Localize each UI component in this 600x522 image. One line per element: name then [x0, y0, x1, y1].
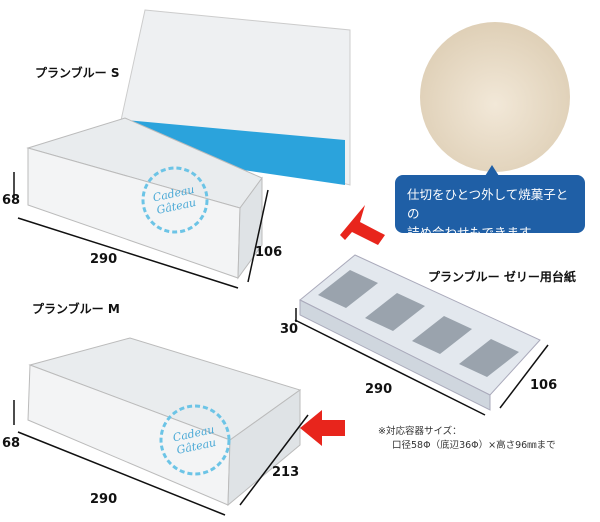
m-height: 68 — [2, 436, 21, 451]
callout-line: 仕切をひとつ外して焼菓子との — [407, 187, 569, 221]
callout-bubble: 仕切をひとつ外して焼菓子との 詰め合わせもできます。 — [395, 165, 585, 240]
s-height: 68 — [2, 193, 21, 208]
jelly-tray-front — [299, 299, 491, 411]
jelly-tray-slots — [318, 270, 519, 377]
box-s-side — [237, 176, 263, 280]
arrow-icon — [340, 205, 385, 245]
box-m-logo — [159, 404, 231, 476]
product-photo — [420, 22, 570, 172]
jelly-width: 106 — [530, 378, 558, 393]
box-m-side — [227, 389, 301, 507]
box-s-liner — [125, 120, 345, 185]
product-m-label: プランブルー M — [32, 302, 120, 316]
product-s-label: プランブルー S — [35, 66, 120, 80]
note-line: 口径58Φ（底辺36Φ）×高さ96㎜まで — [392, 440, 556, 451]
jelly-length: 290 — [365, 382, 393, 397]
arrow-icon — [300, 410, 345, 446]
jelly-height: 30 — [280, 322, 299, 337]
s-width: 106 — [255, 245, 283, 260]
note-line: ※対応容器サイズ： — [378, 426, 462, 437]
product-jelly-label: プランブルー ゼリー用台紙 — [428, 270, 576, 284]
callout-line: 詰め合わせもできます。 — [407, 225, 543, 240]
dimension-lines — [13, 172, 549, 516]
container-size-note: ※対応容器サイズ： 口径58Φ（底辺36Φ）×高さ96㎜まで — [378, 425, 556, 453]
m-width: 213 — [272, 465, 300, 480]
s-length: 290 — [90, 252, 118, 267]
box-s-logo — [141, 166, 209, 234]
m-length: 290 — [90, 492, 118, 507]
